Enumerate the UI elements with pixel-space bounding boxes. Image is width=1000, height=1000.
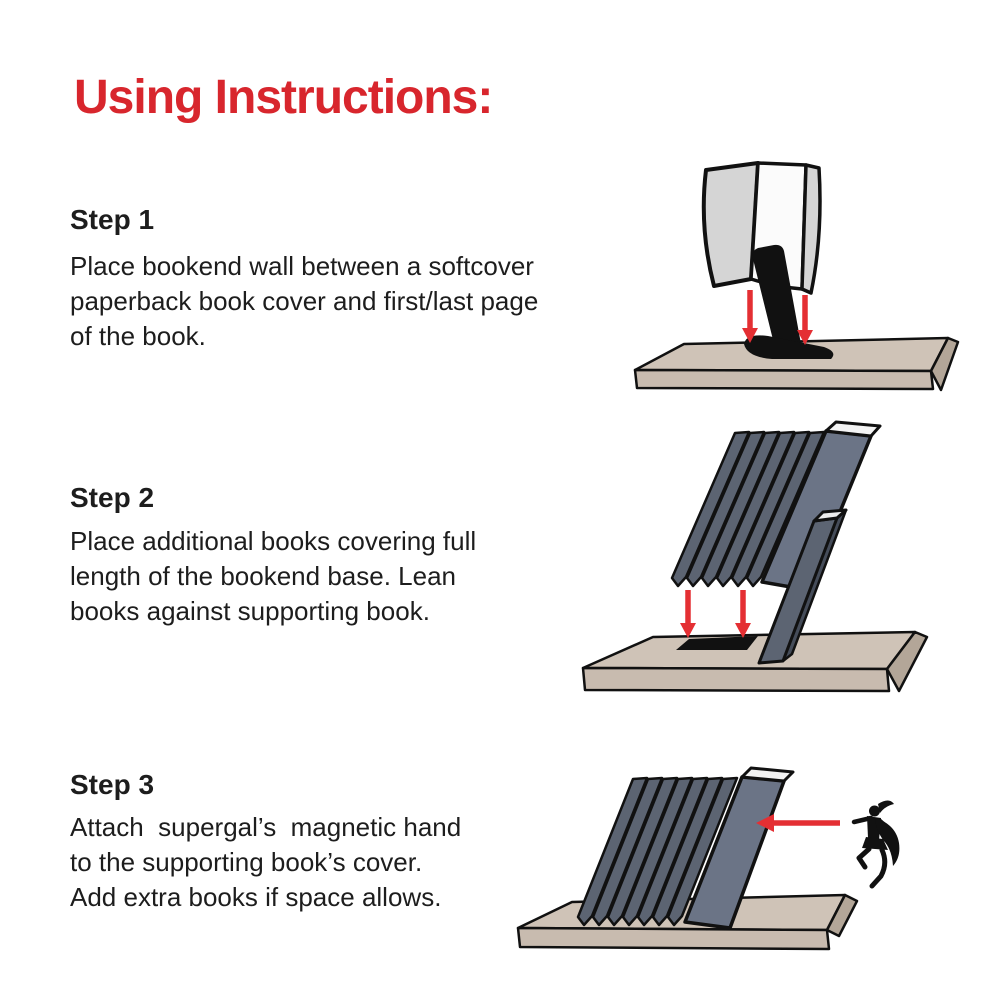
book-spine <box>621 776 694 927</box>
supporting-book-front <box>757 508 848 665</box>
book-spine <box>636 776 709 927</box>
step1-heading: Step 1 <box>70 204 155 235</box>
book-spine <box>651 776 724 927</box>
step1-illustration <box>633 161 960 392</box>
book-left-cover <box>701 161 760 288</box>
shelf-front <box>581 666 891 693</box>
book-spine <box>666 776 739 927</box>
shelf-side <box>825 893 859 938</box>
step3-heading: Step 3 <box>70 769 155 800</box>
shelf-front <box>516 926 831 951</box>
page-title: Using Instructions: <box>74 71 493 124</box>
step1-body-text: Place bookend wall between a softcover p… <box>70 251 539 351</box>
bookend-base <box>744 335 834 359</box>
book-spine <box>606 776 679 927</box>
book-spine <box>685 430 766 588</box>
book-spine <box>730 430 811 588</box>
book-spine <box>591 776 664 927</box>
down-arrow-icon <box>735 590 751 638</box>
step3-illustration <box>516 766 900 951</box>
step2-heading: Step 2 <box>70 482 155 513</box>
down-arrow-icon <box>742 290 758 343</box>
supporting-book <box>683 766 795 930</box>
shelf-side <box>929 336 960 392</box>
book-spine <box>670 430 751 588</box>
left-arrow-icon <box>756 814 840 832</box>
bookend-wall <box>752 244 801 352</box>
book-spine <box>745 430 826 588</box>
down-arrow-icon <box>797 295 813 345</box>
shelf-front <box>633 368 935 391</box>
book-spine <box>715 430 796 588</box>
step2-body-text: Place additional books covering full len… <box>70 526 477 626</box>
down-arrow-icon <box>680 590 696 638</box>
supergal-icon <box>851 800 900 889</box>
bookend-base <box>676 636 758 650</box>
book-spine <box>700 430 781 588</box>
step3-body-text: Attach supergal’s magnetic hand to the s… <box>70 812 462 912</box>
book-spine <box>576 776 649 927</box>
book-right-cover <box>800 163 822 295</box>
shelf-side <box>885 630 929 693</box>
leaning-books-stack <box>576 776 739 927</box>
leaning-books-stack <box>670 430 826 588</box>
step2-illustration <box>581 420 929 693</box>
